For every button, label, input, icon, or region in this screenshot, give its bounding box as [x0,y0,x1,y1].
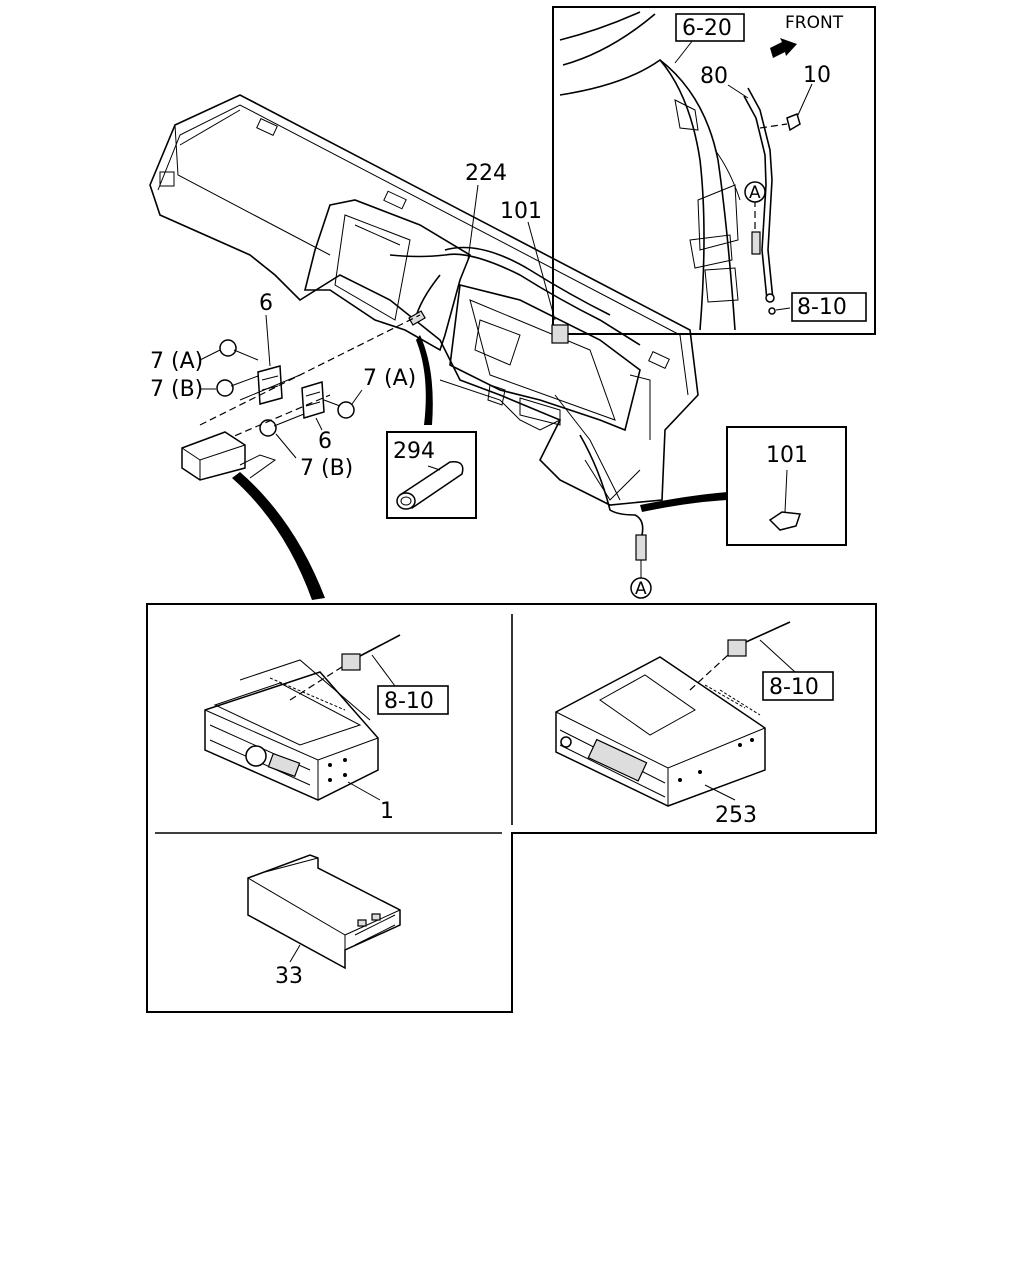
bolt-10 [786,112,801,132]
callout-7a-left: 7 (A) [150,349,203,374]
antenna-lead [579,434,644,536]
bolt-7b-left [216,375,259,397]
options-frame [146,603,877,1013]
detail-294-frame [386,431,477,519]
callout-7a-right: 7 (A) [363,366,416,391]
ref-box-6-20 [675,13,745,42]
radio-253-display [587,738,648,782]
sleeve-294 [398,461,464,509]
inset-frame [552,6,876,335]
callout-80: 80 [700,64,728,89]
bolt-7a-left [219,339,259,361]
radio-1-connector [341,653,361,671]
detail-101-frame [726,426,847,546]
radio-options-panel: 8-10 1 8-10 253 [146,603,877,1013]
callout-224: 224 [465,161,507,186]
ref-box-8-10-radio-253-label: 8-10 [769,675,819,700]
dashboard-assembly: A 224 101 [149,94,699,599]
bolt-7a-right [323,399,355,419]
harness-224 [389,253,641,346]
radio-1: 8-10 1 [204,634,449,824]
center-opening [449,284,641,432]
callout-101-detail: 101 [766,443,808,468]
detail-294: 294 [386,431,477,519]
pointer-radio [232,472,325,600]
detail-101: 101 [640,426,847,546]
ref-box-8-10-radio-1-label: 8-10 [384,689,434,714]
callout-33: 33 [275,964,303,989]
antenna-connector [751,231,761,255]
ref-box-8-10-radio-253 [762,671,834,701]
ref-box-8-10-inset [791,292,867,322]
callout-101: 101 [500,199,542,224]
connector-marker-a-label: A [749,183,761,203]
radio-mounting-brackets: 6 7 (A) 7 (B) 7 (A) 6 7 (B) [150,291,421,600]
radio-1-knob [245,745,267,767]
connector-marker-a-dash-label: A [635,579,647,599]
inset-antenna-detail: FRONT 6-20 80 10 A 8-10 [552,6,876,335]
callout-1: 1 [380,799,394,824]
callout-7b-right: 7 (B) [300,456,353,481]
front-arrow-icon [770,38,797,58]
radio-253: 8-10 253 [555,621,834,828]
ref-box-6-20-label: 6-20 [682,16,732,41]
pointer-101 [640,492,728,512]
bolt-7b-right [259,413,305,437]
ref-box-8-10-inset-label: 8-10 [797,295,847,320]
ref-box-8-10-radio-1 [377,685,449,715]
bracket-6-right [301,381,325,419]
callout-294: 294 [393,439,435,464]
clip-101-detail [768,511,802,531]
radio-253-connector [727,639,747,657]
callout-6-left: 6 [259,291,273,316]
callout-6-right: 6 [318,429,332,454]
front-label: FRONT [785,13,844,33]
pointer-294 [416,335,433,425]
connector-marker-a [744,181,766,203]
callout-7b-left: 7 (B) [150,377,203,402]
cluster-recess [303,199,471,352]
callout-253: 253 [715,803,757,828]
antenna-rod [747,87,774,301]
callout-10: 10 [803,63,831,88]
cover-33: 33 [247,854,401,989]
bracket-6-left [257,365,283,405]
clip-101 [551,324,569,344]
